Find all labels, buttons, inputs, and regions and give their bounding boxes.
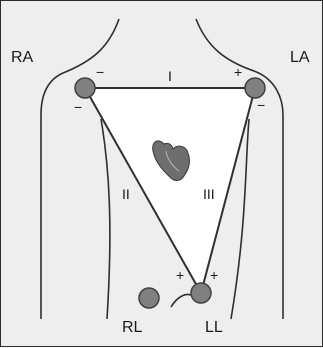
torso-outline-left bbox=[101, 119, 110, 319]
polarity-la-bottom: − bbox=[257, 98, 265, 112]
label-ra: RA bbox=[11, 50, 33, 66]
label-rl: RL bbox=[122, 320, 142, 336]
einthoven-triangle bbox=[85, 88, 255, 293]
leg-split-outline bbox=[171, 295, 191, 308]
label-lead-iii: III bbox=[203, 187, 215, 201]
polarity-la-top: + bbox=[234, 65, 242, 79]
label-lead-i: I bbox=[168, 69, 172, 83]
label-ll: LL bbox=[205, 320, 223, 336]
electrode-ra bbox=[75, 78, 95, 98]
polarity-ll-right: + bbox=[210, 268, 218, 282]
polarity-ra-top: − bbox=[96, 65, 104, 79]
label-lead-ii: II bbox=[122, 187, 130, 201]
polarity-ll-left: + bbox=[176, 268, 184, 282]
polarity-ra-bottom: − bbox=[74, 100, 82, 114]
electrode-rl bbox=[139, 288, 159, 308]
electrode-ll bbox=[191, 283, 211, 303]
label-la: LA bbox=[290, 50, 310, 66]
electrode-la bbox=[245, 78, 265, 98]
